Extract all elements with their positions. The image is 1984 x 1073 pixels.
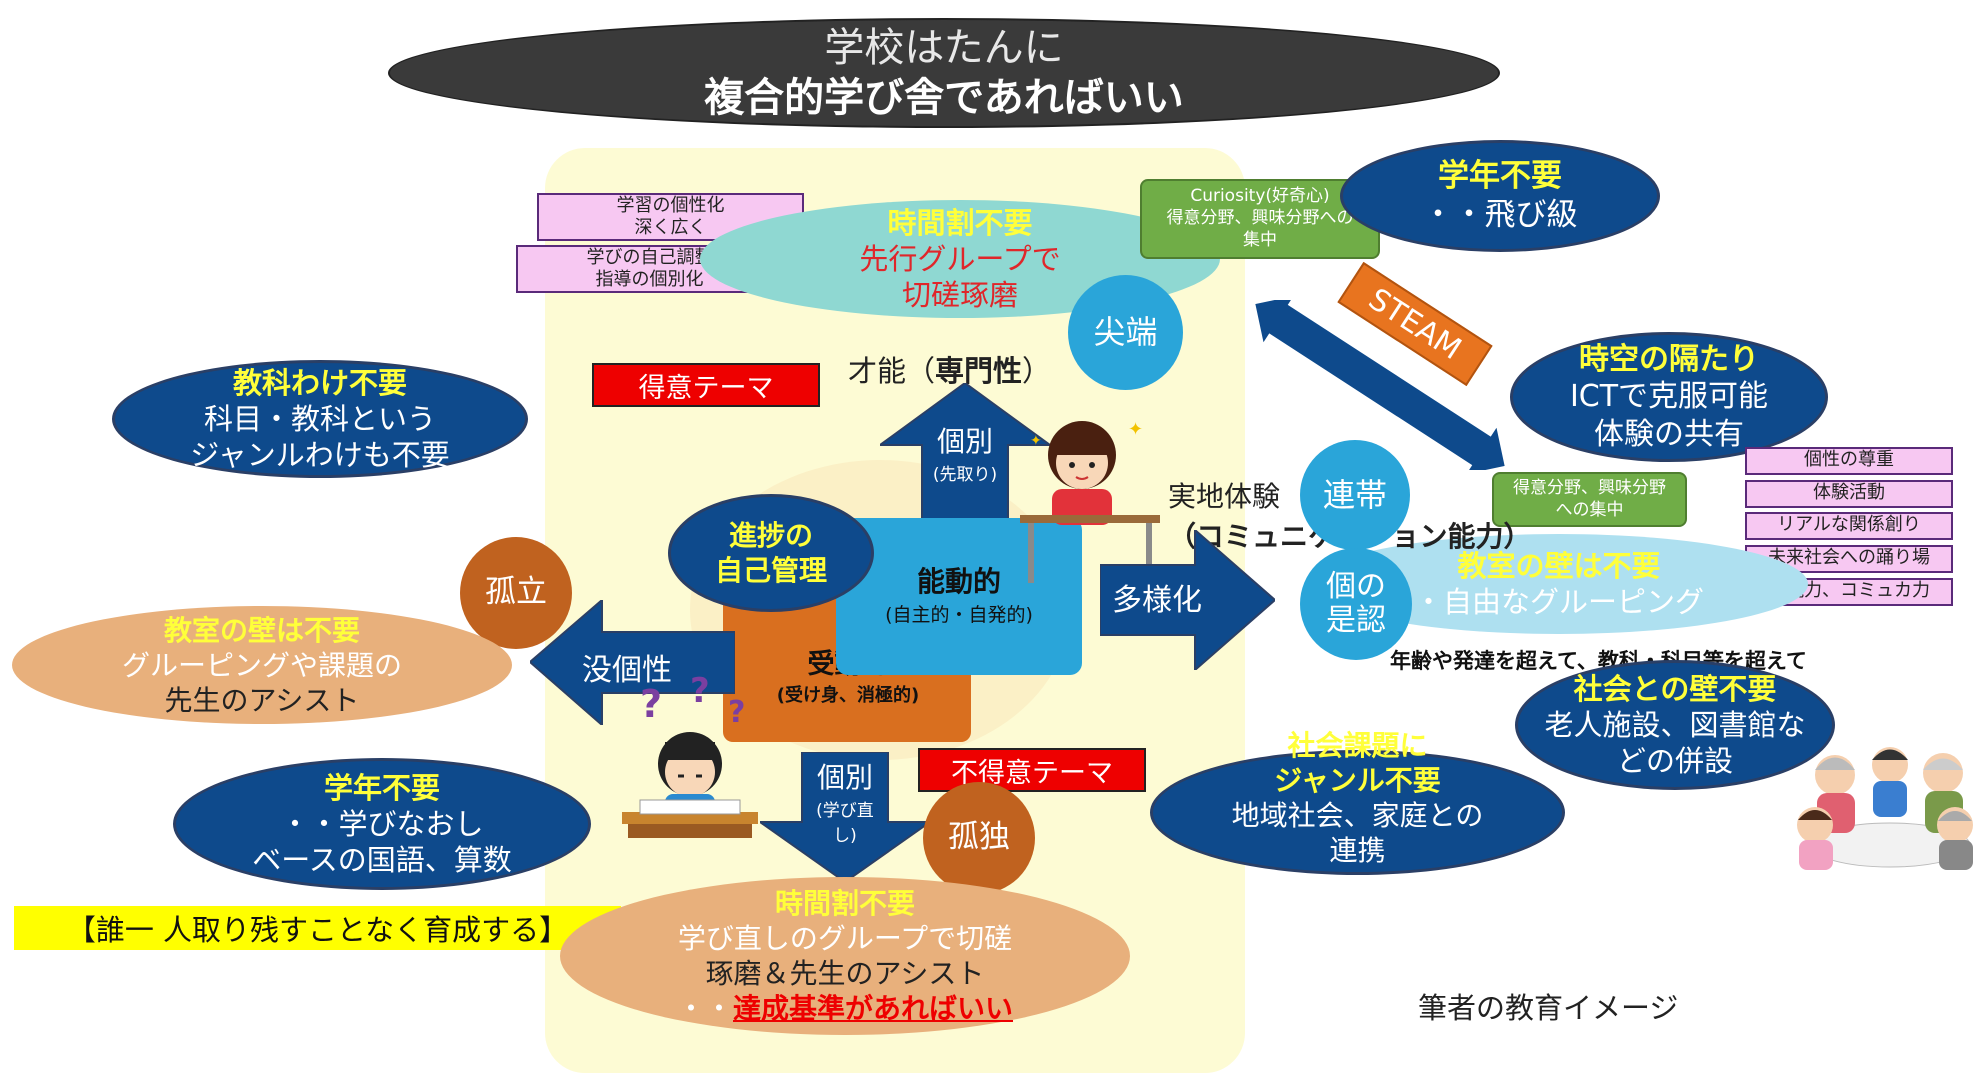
focus-box: 得意分野、興味分野への集中	[1492, 472, 1687, 527]
confused-boy-illustration: ? ? ?	[622, 672, 758, 838]
left-arrow	[530, 600, 735, 725]
progress-self-management: 進捗の 自己管理	[668, 494, 874, 612]
grade-unnecessary-top: 学年不要 ・・飛び級	[1340, 140, 1660, 252]
tag-respect-individuality: 個性の尊重	[1745, 447, 1953, 475]
title-line2: 複合的学び舎であればいい	[704, 75, 1184, 121]
society-wall-ellipse: 社会との壁不要 老人施設、図書館な どの併設	[1515, 660, 1835, 790]
social-issue-ellipse: 社会課題に ジャンル不要 地域社会、家庭との 連携	[1150, 729, 1565, 875]
classroom-wall-left: 教室の壁は不要 グルーピングや課題の 先生のアシスト	[12, 606, 512, 724]
loneliness-circle: 孤独	[923, 782, 1035, 894]
relearning-group-ellipse: 時間割不要 学び直しのグループで切磋 琢磨＆先生のアシスト ・・達成基準があれば…	[560, 877, 1130, 1035]
right-arrow	[1100, 530, 1275, 670]
cutting-edge-circle: 尖端	[1068, 275, 1183, 390]
tag-real-relationships: リアルな関係創り	[1745, 512, 1953, 540]
svg-text:?: ?	[640, 682, 662, 726]
strength-theme-box: 得意テーマ	[592, 363, 820, 407]
diversification-label: 多様化	[1112, 583, 1202, 618]
weak-theme-box: 不得意テーマ	[918, 748, 1146, 792]
time-space-ellipse: 時空の隔たり ICTで克服可能 体験の共有	[1510, 332, 1828, 462]
title-banner: 学校はたんに 複合的学び舎であればいい	[388, 18, 1500, 128]
tag-expression: 表現力、コミュカ力	[1745, 578, 1953, 606]
no-individuality-label: 没個性	[582, 653, 672, 688]
svg-text:✦: ✦	[1128, 419, 1143, 440]
diagonal-double-arrow	[1253, 300, 1507, 470]
title-line1: 学校はたんに	[824, 25, 1064, 71]
active-box	[836, 518, 1082, 675]
grade-unnecessary-left: 学年不要 ・・学びなおし ベースの国語、算数	[173, 758, 591, 890]
talent-label: 才能（専門性）	[848, 354, 1052, 388]
individual-down-label: 個別 (学び直 し)	[816, 761, 874, 846]
elderly-people-illustration	[1797, 747, 1973, 870]
svg-text:?: ?	[728, 695, 745, 730]
solidarity-circle: 連帯	[1300, 440, 1410, 550]
tag-experience-activity: 体験活動	[1745, 480, 1953, 508]
nobody-left-behind-banner: 【誰一 人取り残すことなく育成する】	[14, 906, 621, 950]
individual-affirmation-circle: 個の是認	[1300, 548, 1412, 660]
individual-up-label: 個別 (先取り)	[932, 425, 998, 485]
active-label: 能動的 (自主的・自発的)	[885, 565, 1033, 626]
isolation-circle: 孤立	[460, 537, 572, 649]
subject-division-ellipse: 教科わけ不要 科目・教科という ジャンルわけも不要	[112, 360, 528, 478]
svg-text:?: ?	[690, 672, 710, 711]
svg-text:✦: ✦	[1030, 433, 1042, 449]
author-caption: 筆者の教育イメージ	[1418, 991, 1679, 1025]
girl-studying-illustration: ✦✦	[1020, 419, 1160, 583]
up-arrow	[880, 383, 1050, 523]
down-arrow	[760, 752, 930, 882]
